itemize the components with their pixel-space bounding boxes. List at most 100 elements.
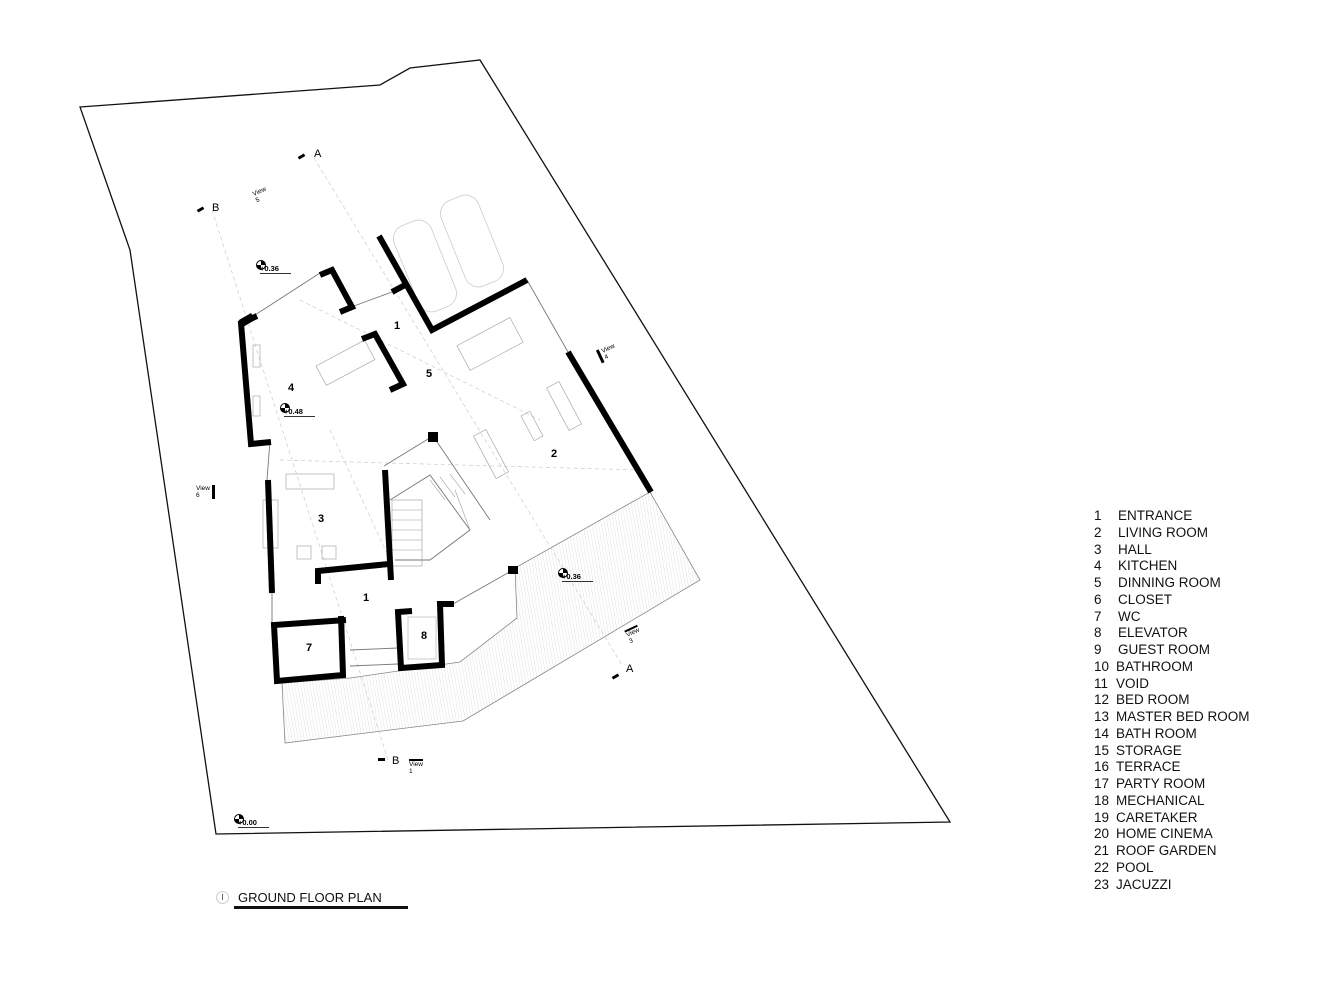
level-marker: +0.36 [558, 568, 593, 587]
legend-number: 19 [1094, 809, 1110, 825]
legend-item: 9 GUEST ROOM [1094, 642, 1250, 659]
legend-item: 2 LIVING ROOM [1094, 525, 1250, 542]
legend-number: 5 [1094, 575, 1102, 590]
legend-number: 9 [1094, 642, 1102, 657]
room-number: 2 [551, 448, 558, 460]
legend-number: 3 [1094, 541, 1102, 557]
room-number: 1 [363, 592, 370, 604]
legend-number: 23 [1094, 876, 1110, 892]
legend-number: 18 [1094, 792, 1110, 808]
legend-label: JACUZZI [1116, 876, 1172, 892]
legend-number: 8 [1094, 625, 1102, 641]
legend-label: BATHROOM [1116, 658, 1193, 674]
legend-label: VOID [1116, 675, 1150, 691]
title-underline [234, 906, 408, 909]
legend-item: 21 ROOF GARDEN [1094, 843, 1250, 860]
legend-number: 4 [1094, 558, 1102, 574]
legend-item: 22 POOL [1094, 860, 1250, 877]
legend-label: ENTRANCE [1118, 508, 1193, 523]
thin-lines [254, 272, 569, 667]
legend-label: DINNING ROOM [1118, 575, 1221, 590]
legend-label: ELEVATOR [1118, 625, 1188, 641]
legend-number: 21 [1094, 843, 1110, 858]
walls [237, 234, 654, 685]
legend-number: 2 [1094, 524, 1102, 540]
furniture [252, 317, 582, 560]
drawing-title: GROUND FLOOR PLAN [238, 890, 382, 905]
legend-number: 22 [1094, 859, 1110, 875]
legend-label: ROOF GARDEN [1116, 843, 1217, 858]
legend-label: WC [1118, 608, 1141, 624]
legend-label: PARTY ROOM [1116, 776, 1206, 791]
legend-number: 20 [1094, 826, 1110, 842]
room-number: 8 [421, 630, 428, 642]
legend-item: 11 VOID [1094, 676, 1250, 693]
legend-number: 15 [1094, 742, 1110, 758]
legend-number: 17 [1094, 776, 1110, 791]
view-label: View 1 [409, 759, 423, 775]
level-marker: +0.00 [234, 814, 269, 833]
legend-item: 13 MASTER BED ROOM [1094, 709, 1250, 726]
room-number: 1 [394, 320, 401, 332]
section-marker [378, 758, 385, 761]
legend-label: GUEST ROOM [1118, 642, 1211, 657]
legend-label: CARETAKER [1116, 809, 1198, 825]
legend-label: POOL [1116, 859, 1154, 875]
legend-item: 1 ENTRANCE [1094, 508, 1250, 525]
legend-item: 8 ELEVATOR [1094, 625, 1250, 642]
legend-item: 19 CARETAKER [1094, 810, 1250, 827]
elevator-car [407, 616, 437, 660]
legend-number: 13 [1094, 709, 1110, 724]
legend-number: 1 [1094, 508, 1102, 523]
legend-item: 4 KITCHEN [1094, 558, 1250, 575]
legend-number: 10 [1094, 658, 1110, 674]
legend-number: 14 [1094, 725, 1110, 741]
staircase [391, 473, 471, 567]
legend-label: CLOSET [1118, 591, 1173, 607]
level-marker: +0.48 [280, 403, 315, 422]
legend-item: 6 CLOSET [1094, 592, 1250, 609]
section-label-b: B [392, 755, 400, 767]
section-label-a: A [314, 148, 322, 160]
legend-label: MASTER BED ROOM [1116, 709, 1250, 724]
legend-item: 14 BATH ROOM [1094, 726, 1250, 743]
parked-cars [393, 194, 504, 313]
legend-label: BED ROOM [1116, 692, 1190, 708]
legend-item: 5 DINNING ROOM [1094, 575, 1250, 592]
legend-number: 11 [1094, 675, 1109, 691]
room-number: 3 [318, 513, 325, 525]
view-label: View 6 [196, 485, 215, 499]
legend-item: 18 MECHANICAL [1094, 793, 1250, 810]
legend-label: LIVING ROOM [1118, 524, 1209, 540]
legend-label: HALL [1118, 541, 1152, 557]
legend-label: TERRACE [1116, 759, 1181, 775]
legend-label: HOME CINEMA [1116, 826, 1213, 842]
legend-label: KITCHEN [1118, 558, 1178, 574]
legend-number: 6 [1094, 591, 1102, 607]
terrace-deck [281, 491, 701, 744]
legend-label: BATH ROOM [1116, 725, 1197, 741]
legend-item: 23 JACUZZI [1094, 877, 1250, 894]
legend-item: 10 BATHROOM [1094, 659, 1250, 676]
legend-item: 3 HALL [1094, 542, 1250, 559]
site-boundary [79, 59, 952, 835]
column [428, 432, 438, 442]
section-label-a: A [626, 663, 634, 675]
room-number: 5 [426, 368, 433, 380]
room-number: 4 [288, 382, 295, 394]
legend-item: 20 HOME CINEMA [1094, 826, 1250, 843]
section-lines [211, 157, 641, 761]
drawing-number-marker: I [216, 891, 229, 904]
section-label-b: B [212, 202, 220, 214]
legend-label: MECHANICAL [1116, 792, 1205, 808]
room-number: 7 [306, 642, 313, 654]
legend-number: 16 [1094, 759, 1110, 775]
level-marker: +0.36 [256, 260, 291, 279]
legend-item: 16 TERRACE [1094, 759, 1250, 776]
column [508, 566, 518, 574]
legend-item: 17 PARTY ROOM [1094, 776, 1250, 793]
